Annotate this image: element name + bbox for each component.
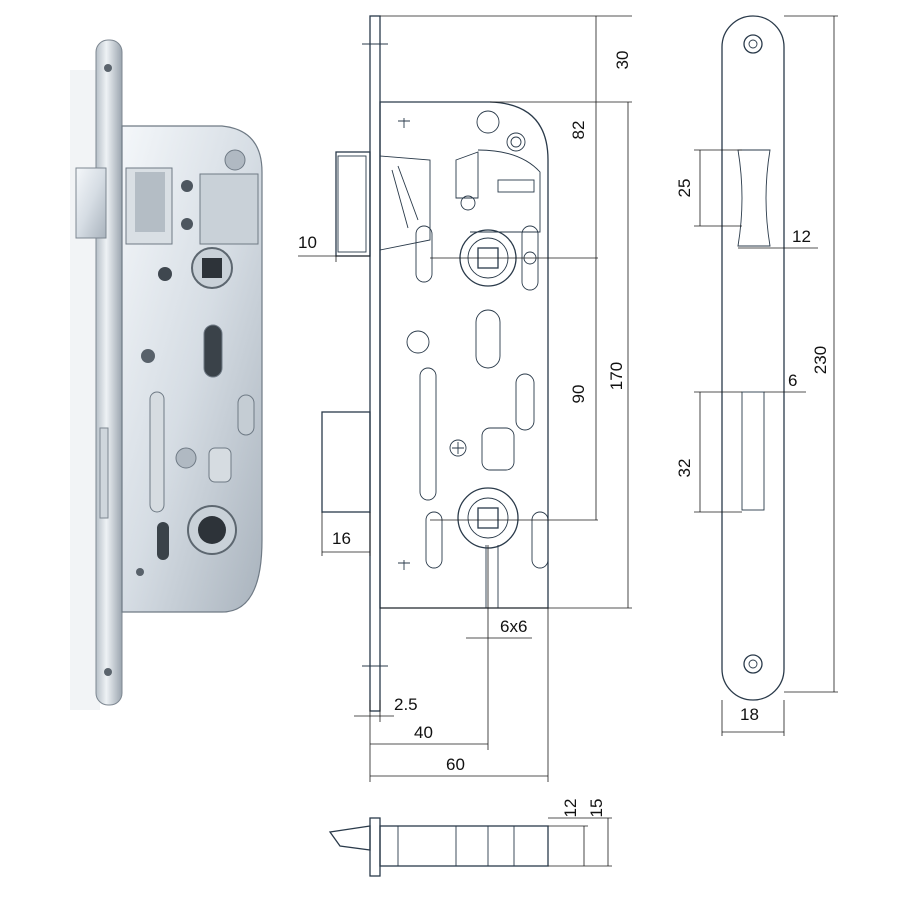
- side-view: [694, 15, 838, 736]
- photo-screw-bottom: [104, 668, 112, 676]
- front-view: [298, 15, 632, 782]
- photo-faceplate: [95, 39, 123, 706]
- dim-6x6: 6x6: [500, 617, 527, 636]
- dimension-labels: 30 82 170 90 10 16 6x6 2.5 40 60 25 12 6…: [298, 51, 830, 818]
- dim-230: 230: [811, 346, 830, 374]
- front-latch-bolt: [335, 151, 371, 257]
- photo-slot-4: [208, 447, 232, 483]
- photo-hole-1: [181, 180, 193, 192]
- photo-slot-3: [237, 394, 255, 436]
- photo-latch-inner: [135, 172, 165, 232]
- dim-12-side: 12: [792, 227, 811, 246]
- front-dead-bolt: [321, 411, 371, 513]
- dim-2-5: 2.5: [394, 695, 418, 714]
- photo-faceplate-slot: [99, 427, 109, 519]
- photo-screw-top: [104, 64, 112, 72]
- dim-170: 170: [607, 362, 626, 390]
- photo-follower-square: [202, 258, 222, 278]
- photo-slot-1: [203, 324, 223, 378]
- photo-mechanism: [199, 173, 259, 245]
- photo-hole-2: [181, 218, 193, 230]
- dim-12-bottom: 12: [561, 799, 580, 818]
- photo-latch: [75, 167, 107, 239]
- photo-hole-4: [141, 349, 155, 363]
- dim-32: 32: [675, 459, 694, 478]
- front-cylinder-ring: [457, 487, 519, 549]
- top-faceplate: [369, 817, 381, 877]
- photo-rivet-1: [224, 149, 246, 171]
- side-bolt-opening: [741, 391, 765, 511]
- dim-30: 30: [613, 51, 632, 70]
- dim-15: 15: [587, 799, 606, 818]
- dim-40: 40: [414, 723, 433, 742]
- front-case: [379, 101, 549, 609]
- top-case: [379, 825, 549, 867]
- dim-25: 25: [675, 179, 694, 198]
- side-faceplate: [721, 15, 785, 701]
- photo-hole-3: [158, 267, 172, 281]
- dim-6: 6: [788, 371, 797, 390]
- top-latch: [328, 825, 371, 851]
- lock-photo: [70, 39, 263, 710]
- side-latch-opening: [737, 149, 771, 247]
- dim-82: 82: [569, 121, 588, 140]
- photo-rivet-2: [175, 447, 197, 469]
- dim-16: 16: [332, 529, 351, 548]
- dim-10: 10: [298, 233, 317, 252]
- front-cylinder-square: [477, 507, 499, 529]
- photo-slot-2: [149, 391, 165, 513]
- photo-hole-5: [136, 568, 144, 576]
- dim-60: 60: [446, 755, 465, 774]
- dim-18: 18: [740, 705, 759, 724]
- photo-slot-5: [157, 522, 169, 560]
- front-faceplate: [369, 15, 381, 712]
- side-screw-top: [743, 34, 763, 54]
- side-screw-bottom: [743, 654, 763, 674]
- photo-cylinder-hole: [198, 516, 226, 544]
- dim-90: 90: [569, 385, 588, 404]
- top-view: [328, 817, 612, 877]
